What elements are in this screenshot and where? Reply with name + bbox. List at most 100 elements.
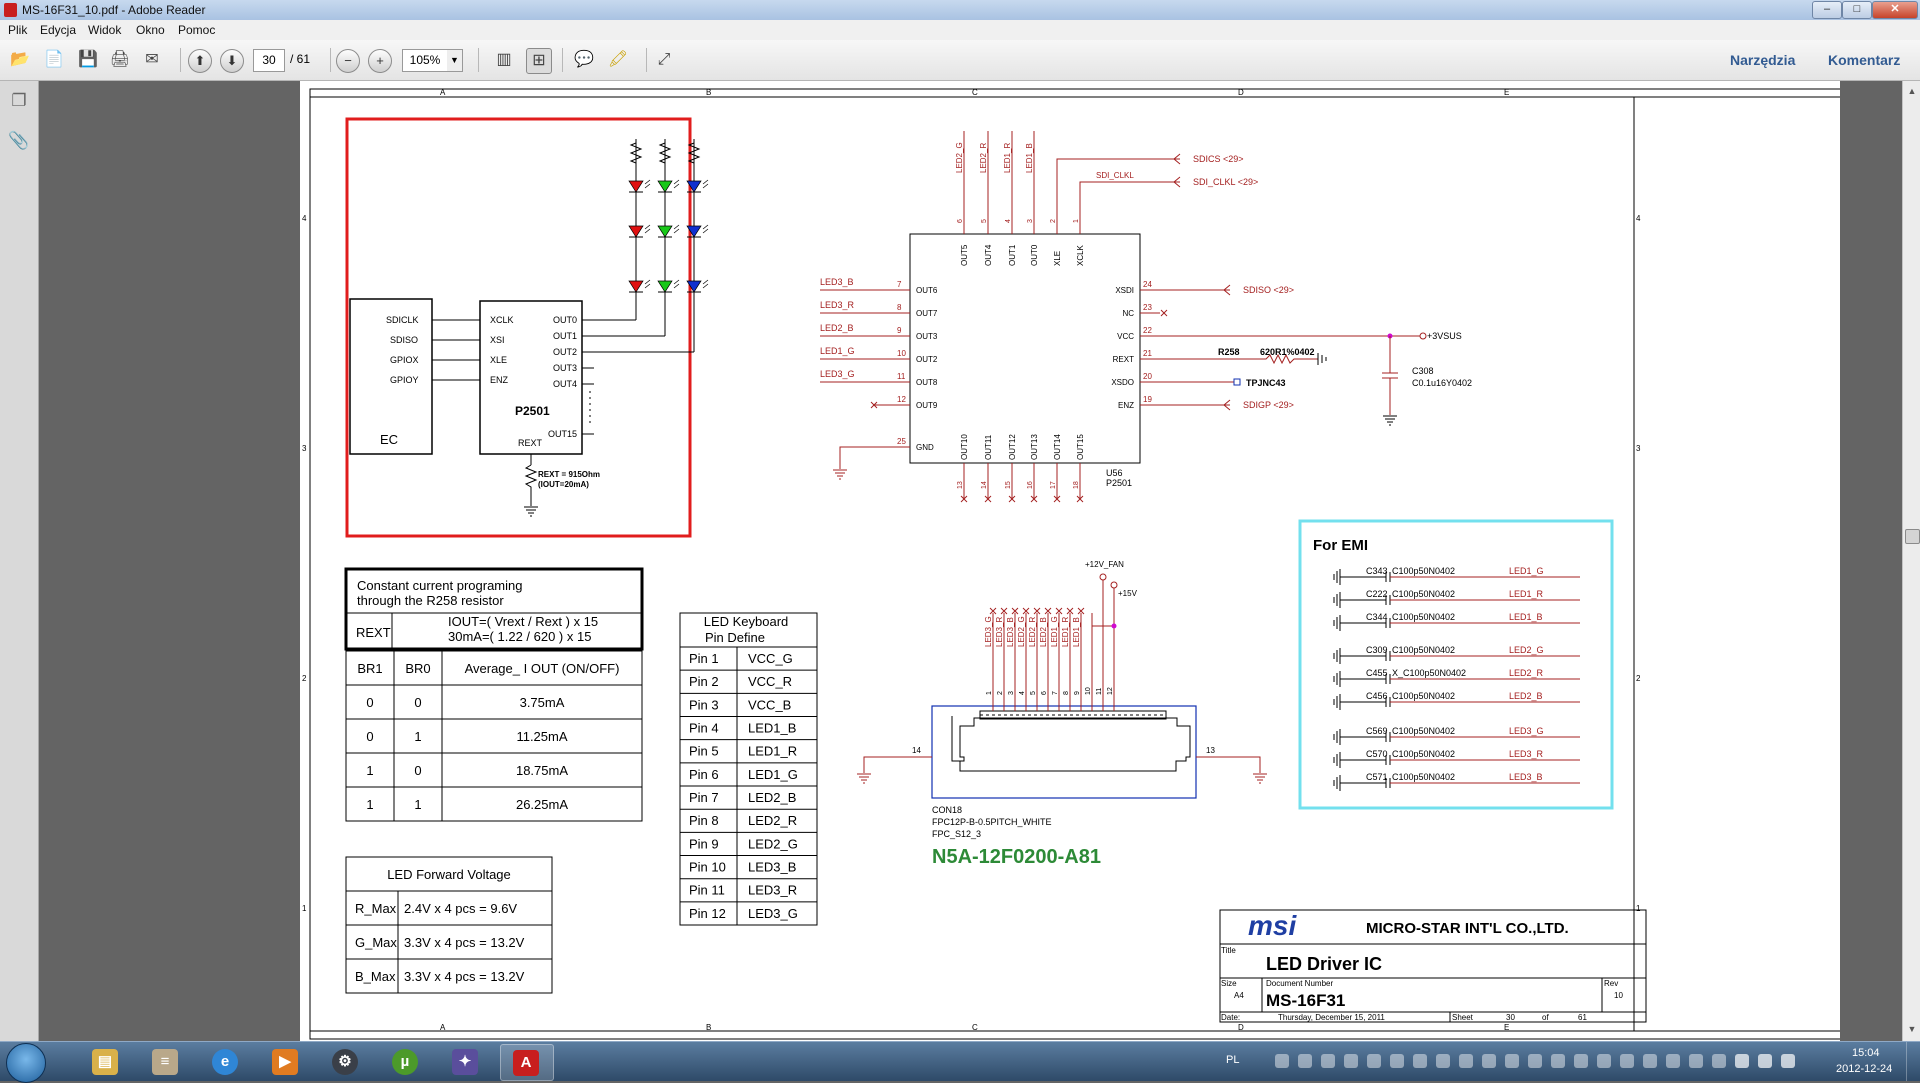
tray-icon[interactable] (1367, 1054, 1381, 1068)
battery-icon[interactable] (1781, 1054, 1795, 1068)
r258-ref: R258 (1218, 347, 1240, 357)
con18-net-label: LED2_G (1017, 616, 1026, 647)
save-icon[interactable]: 💾 (78, 51, 98, 68)
u56-pin-number: 11 (897, 372, 906, 381)
next-page-icon[interactable]: ⬇ (220, 49, 244, 73)
email-icon[interactable]: ✉ (145, 51, 159, 68)
pin-cell: LED3_G (748, 906, 798, 921)
close-button[interactable]: ✕ (1872, 1, 1918, 19)
sticky-note-icon[interactable]: 💬 (574, 51, 594, 68)
menu-edycja[interactable]: Edycja (40, 23, 77, 37)
msi-logo: msi (1248, 910, 1297, 941)
tray-icon[interactable] (1390, 1054, 1404, 1068)
vf-cell: G_Max (355, 935, 397, 950)
tray-icon[interactable] (1436, 1054, 1450, 1068)
print-icon[interactable]: 🖨 (109, 51, 131, 68)
menu-widok[interactable]: Widok (88, 23, 122, 37)
current-box-line1: Constant current programing (357, 578, 522, 593)
zoom-input[interactable]: 105% (402, 49, 448, 72)
led-symbol (657, 180, 673, 193)
vertical-scrollbar[interactable]: ▲ ▼ (1902, 81, 1920, 1041)
tray-icon[interactable] (1528, 1054, 1542, 1068)
tray-icon[interactable] (1551, 1054, 1565, 1068)
c308-ref: C308 (1412, 366, 1434, 376)
create-pdf-icon[interactable]: 📄 (44, 51, 64, 68)
start-button[interactable] (6, 1043, 46, 1083)
tray-icon[interactable] (1689, 1054, 1703, 1068)
clock-date[interactable]: 2012-12-24 (1836, 1063, 1893, 1075)
emi-cap-value: C100p50N0402 (1392, 772, 1455, 782)
tray-icon[interactable] (1712, 1054, 1726, 1068)
minimize-button[interactable]: – (1812, 1, 1842, 19)
pin-cell: Pin 10 (689, 860, 726, 875)
sdigp-label: SDIGP <29> (1243, 400, 1294, 410)
fit-page-icon[interactable]: ⊞ (526, 48, 552, 74)
tray-icon[interactable] (1413, 1054, 1427, 1068)
page-thumbnails-icon[interactable]: ❐ (11, 91, 27, 110)
attachments-icon[interactable]: 📎 (8, 131, 30, 150)
zoom-out-icon[interactable]: − (336, 49, 360, 73)
tray-icon[interactable] (1620, 1054, 1634, 1068)
open-icon[interactable]: 📂 (10, 51, 30, 68)
u56-ref: U56 (1106, 468, 1123, 478)
scroll-down-icon[interactable]: ▼ (1907, 1024, 1917, 1034)
taskbar-video-editor[interactable]: ✦ (440, 1044, 492, 1079)
zone-number: 3 (302, 444, 307, 453)
vsus-label: +3VSUS (1427, 331, 1462, 341)
tray-icon[interactable] (1298, 1054, 1312, 1068)
network-icon[interactable] (1758, 1054, 1772, 1068)
br-cell: 18.75mA (516, 763, 568, 778)
highlight-icon[interactable]: 🖍 (607, 51, 629, 68)
u56-pin-number: 7 (897, 280, 902, 289)
u56-net-label: LED2_G (955, 142, 964, 173)
taskbar-utorrent[interactable]: µ (380, 1044, 432, 1079)
tray-icon[interactable] (1505, 1054, 1519, 1068)
tray-icon[interactable] (1643, 1054, 1657, 1068)
zone-number: 1 (1636, 904, 1641, 913)
u56-pin-label: XSDO (1111, 378, 1134, 387)
led-ray (702, 224, 709, 230)
menu-pomoc[interactable]: Pomoc (178, 23, 216, 37)
tray-icon[interactable] (1321, 1054, 1335, 1068)
show-desktop-button[interactable] (1906, 1042, 1920, 1081)
taskbar-explorer[interactable]: ▤ (80, 1044, 132, 1079)
tray-icon[interactable] (1482, 1054, 1496, 1068)
chip-pin-label: OUT4 (553, 379, 577, 389)
zoom-in-icon[interactable]: + (368, 49, 392, 73)
pin-cell: LED2_R (748, 813, 797, 828)
scroll-up-icon[interactable]: ▲ (1907, 86, 1917, 96)
tray-icon[interactable] (1344, 1054, 1358, 1068)
system-tray (1215, 1042, 1835, 1081)
taskbar-adobe-reader[interactable]: A (500, 1044, 554, 1081)
zoom-dropdown-icon[interactable]: ▼ (447, 49, 463, 72)
taskbar-steam[interactable]: ⚙ (320, 1044, 372, 1079)
scroll-thumb[interactable] (1905, 529, 1920, 544)
zone-letter: C (972, 88, 978, 97)
tools-link[interactable]: Narzędzia (1730, 52, 1796, 68)
tray-icon[interactable] (1459, 1054, 1473, 1068)
menu-okno[interactable]: Okno (136, 23, 165, 37)
scroll-mode-icon[interactable]: ▥ (496, 51, 512, 68)
maximize-button[interactable]: □ (1842, 1, 1872, 19)
tray-icon[interactable] (1597, 1054, 1611, 1068)
u56-net-label: LED1_R (1003, 143, 1012, 173)
tray-icon[interactable] (1666, 1054, 1680, 1068)
taskbar-notes[interactable]: ≡ (140, 1044, 192, 1079)
menu-plik[interactable]: Plik (8, 23, 28, 37)
comment-link[interactable]: Komentarz (1828, 52, 1901, 68)
tray-icon[interactable] (1574, 1054, 1588, 1068)
pin-cell: Pin 11 (689, 883, 725, 898)
u56-pin-number: 3 (1027, 219, 1034, 223)
current-box-line2: through the R258 resistor (357, 593, 504, 608)
fullscreen-icon[interactable]: ⤢ (657, 51, 671, 68)
clock-time[interactable]: 15:04 (1852, 1047, 1880, 1059)
language-indicator[interactable]: PL (1226, 1054, 1240, 1066)
taskbar-media[interactable]: ▶ (260, 1044, 312, 1079)
volume-icon[interactable] (1735, 1054, 1749, 1068)
u56-pin-number: 12 (897, 395, 906, 404)
previous-page-icon[interactable]: ⬆ (188, 49, 212, 73)
taskbar-ie[interactable]: e (200, 1044, 252, 1079)
tray-icon[interactable] (1275, 1054, 1289, 1068)
led-symbol (628, 280, 644, 293)
page-number-input[interactable]: 30 (253, 49, 285, 72)
